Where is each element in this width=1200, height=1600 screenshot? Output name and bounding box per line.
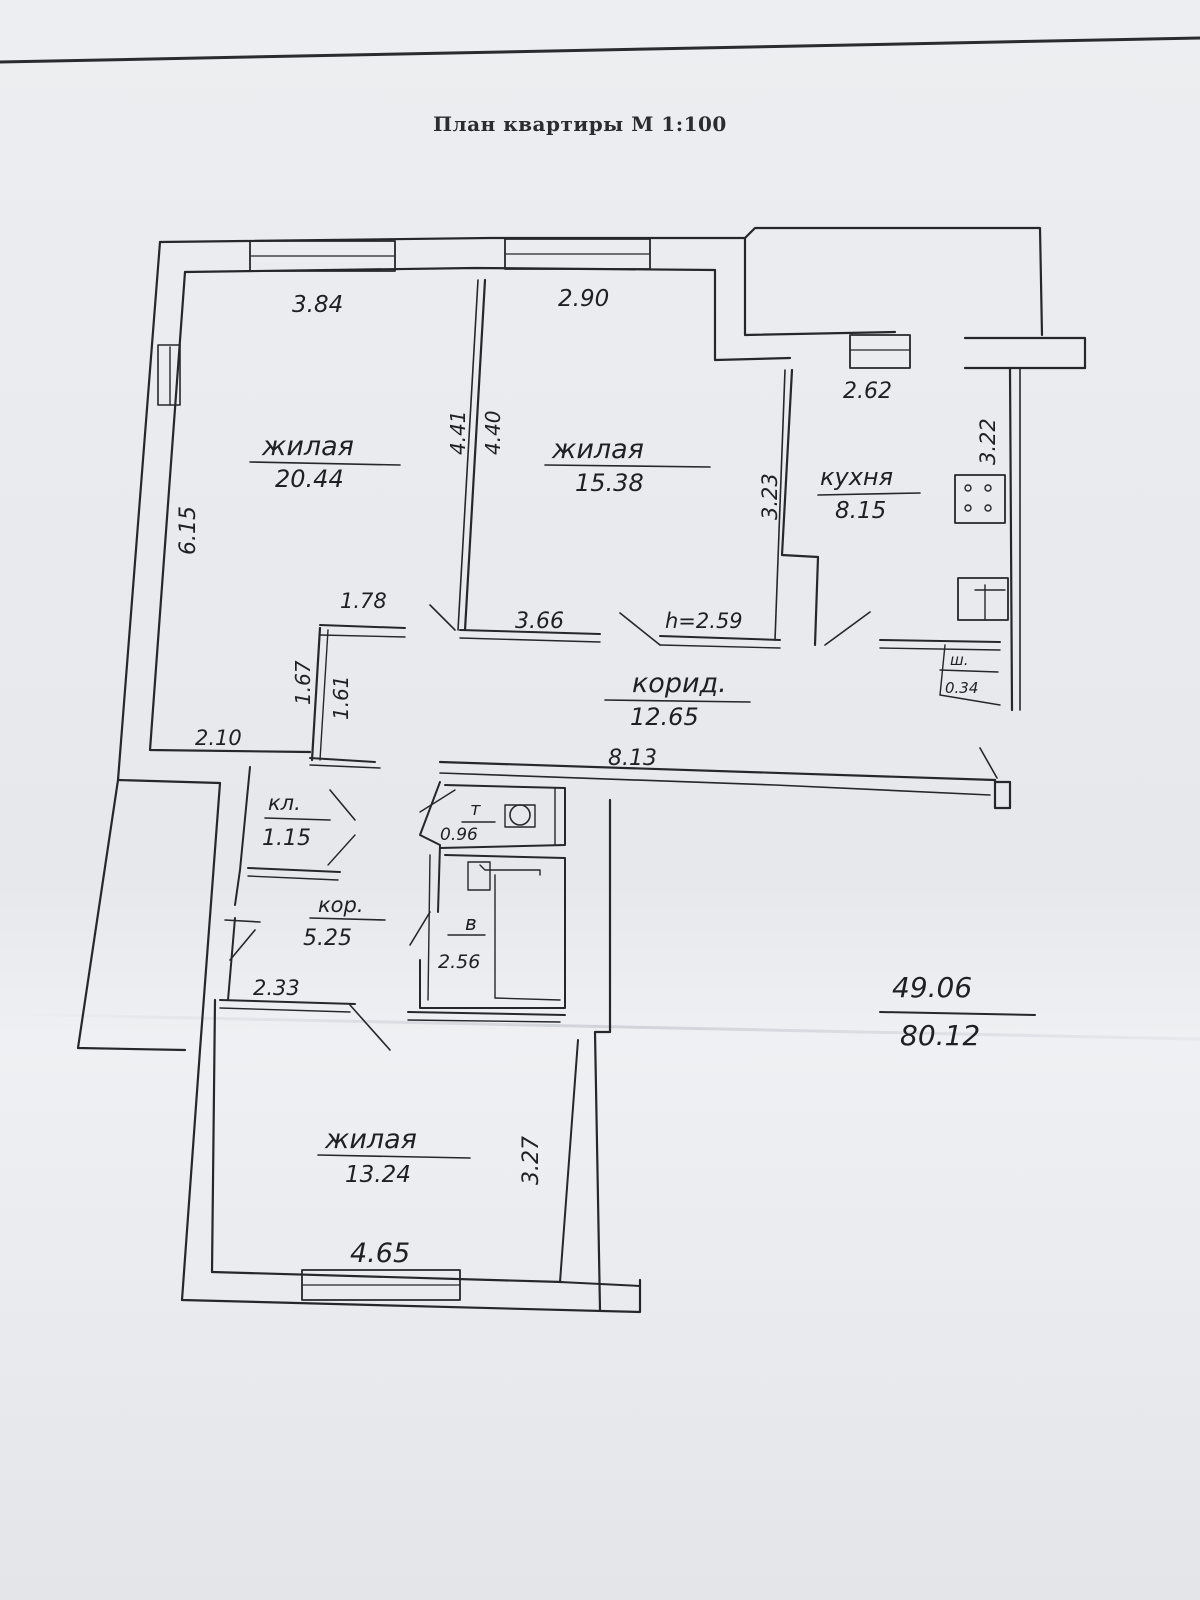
- total-living-area: 49.06: [892, 971, 972, 1004]
- room-area-living1: 20.44: [275, 465, 344, 493]
- room-label-wardrobe: ш.: [950, 651, 969, 669]
- corridor-long-wall: [438, 760, 1012, 810]
- walls: [76, 226, 1087, 1314]
- door-corridor2: [229, 929, 256, 961]
- inner-left-wall: [148, 270, 312, 754]
- dim-167: 1.67: [291, 660, 315, 705]
- room-area-kitchen: 8.15: [835, 498, 886, 524]
- toilet-icon: [509, 804, 531, 826]
- kitchen-top-wall: [743, 236, 897, 337]
- door-closet: [329, 789, 356, 821]
- dim-290: 2.90: [558, 286, 609, 312]
- totals-fraction-line: [879, 1011, 1036, 1016]
- kitchen-left-wall: [780, 368, 820, 647]
- outer-top-wall: [158, 226, 1044, 337]
- dim-262: 2.62: [843, 379, 892, 404]
- dim-441: 4.41: [446, 410, 470, 455]
- room-area-corridor2: 5.25: [303, 926, 352, 951]
- room-area-living2: 15.38: [575, 469, 644, 497]
- room-area-toilet: 0.96: [440, 825, 478, 845]
- wall-segment-178: [319, 624, 406, 629]
- sheet-border-line: [0, 36, 1200, 64]
- room-label-bath: в: [465, 911, 477, 935]
- closet-left-wall: [234, 766, 251, 906]
- dim-366: 3.66: [515, 609, 564, 634]
- right-lower-wall: [593, 798, 612, 1312]
- dim-615: 6.15: [176, 506, 201, 555]
- room-label-living1: жилая: [261, 431, 354, 462]
- room-area-closet: 1.15: [262, 826, 311, 851]
- dim-h259: h=2.59: [665, 609, 743, 633]
- living3-top-wall: [219, 999, 356, 1005]
- room-area-living3: 13.24: [345, 1162, 411, 1188]
- dim-161: 1.61: [329, 675, 353, 720]
- dim-327: 3.27: [519, 1136, 544, 1185]
- toilet-left-wall: [419, 781, 441, 913]
- dim-465: 4.65: [350, 1238, 410, 1269]
- window-kitchen: [849, 334, 911, 369]
- room-label-living3: жилая: [324, 1124, 417, 1155]
- room-label-closet: кл.: [268, 791, 301, 815]
- door-bath: [409, 911, 431, 946]
- room-area-corridor: 12.65: [630, 703, 699, 731]
- dim-813: 8.13: [608, 746, 657, 771]
- inner-top-wall: [183, 266, 792, 362]
- door-living1: [429, 604, 456, 631]
- room-label-corridor2: кор.: [318, 893, 364, 917]
- door-living3: [349, 1004, 391, 1051]
- door-toilet: [419, 789, 456, 813]
- wall-segment-366: [459, 629, 601, 635]
- door-living2: [619, 612, 661, 646]
- closet-bottom-wall: [247, 867, 341, 873]
- toilet-walls: [439, 784, 566, 849]
- dim-384: 3.84: [292, 292, 343, 318]
- room-label-corridor: корид.: [632, 668, 727, 699]
- living3-left-wall: [210, 998, 217, 1274]
- room-area-wardrobe: 0.34: [945, 679, 978, 697]
- stove-icon: [954, 474, 1006, 524]
- kitchen-right-top-wall: [963, 336, 1087, 370]
- plan-title: План квартиры М 1:100: [433, 112, 727, 136]
- dim-233: 2.33: [253, 976, 300, 1000]
- wall-segment-kitchen: [879, 639, 1001, 643]
- partition-161: [310, 626, 322, 762]
- sink-icon: [957, 577, 1009, 621]
- outer-lower-wall: [116, 778, 642, 1314]
- room-label-toilet: т: [470, 799, 481, 820]
- entrance-door: [979, 747, 998, 779]
- wall-segment-259: [659, 635, 781, 641]
- dim-178: 1.78: [340, 589, 387, 613]
- kitchen-right-wall: [1008, 366, 1014, 712]
- room-label-kitchen: кухня: [820, 463, 893, 491]
- bath-sink-icon: [467, 861, 491, 891]
- bath-walls: [419, 854, 566, 1009]
- outer-left-wall: [76, 240, 187, 1052]
- dim-440: 4.40: [481, 410, 505, 455]
- window-left: [157, 344, 181, 406]
- dim-210: 2.10: [195, 726, 242, 750]
- door-kitchen: [824, 611, 871, 646]
- dim-322: 3.22: [976, 418, 1000, 465]
- room-area-bath: 2.56: [438, 951, 480, 973]
- room-label-living2: жилая: [551, 434, 644, 465]
- total-area: 80.12: [900, 1019, 980, 1052]
- partition-living: [463, 278, 487, 632]
- dim-323: 3.23: [758, 473, 782, 520]
